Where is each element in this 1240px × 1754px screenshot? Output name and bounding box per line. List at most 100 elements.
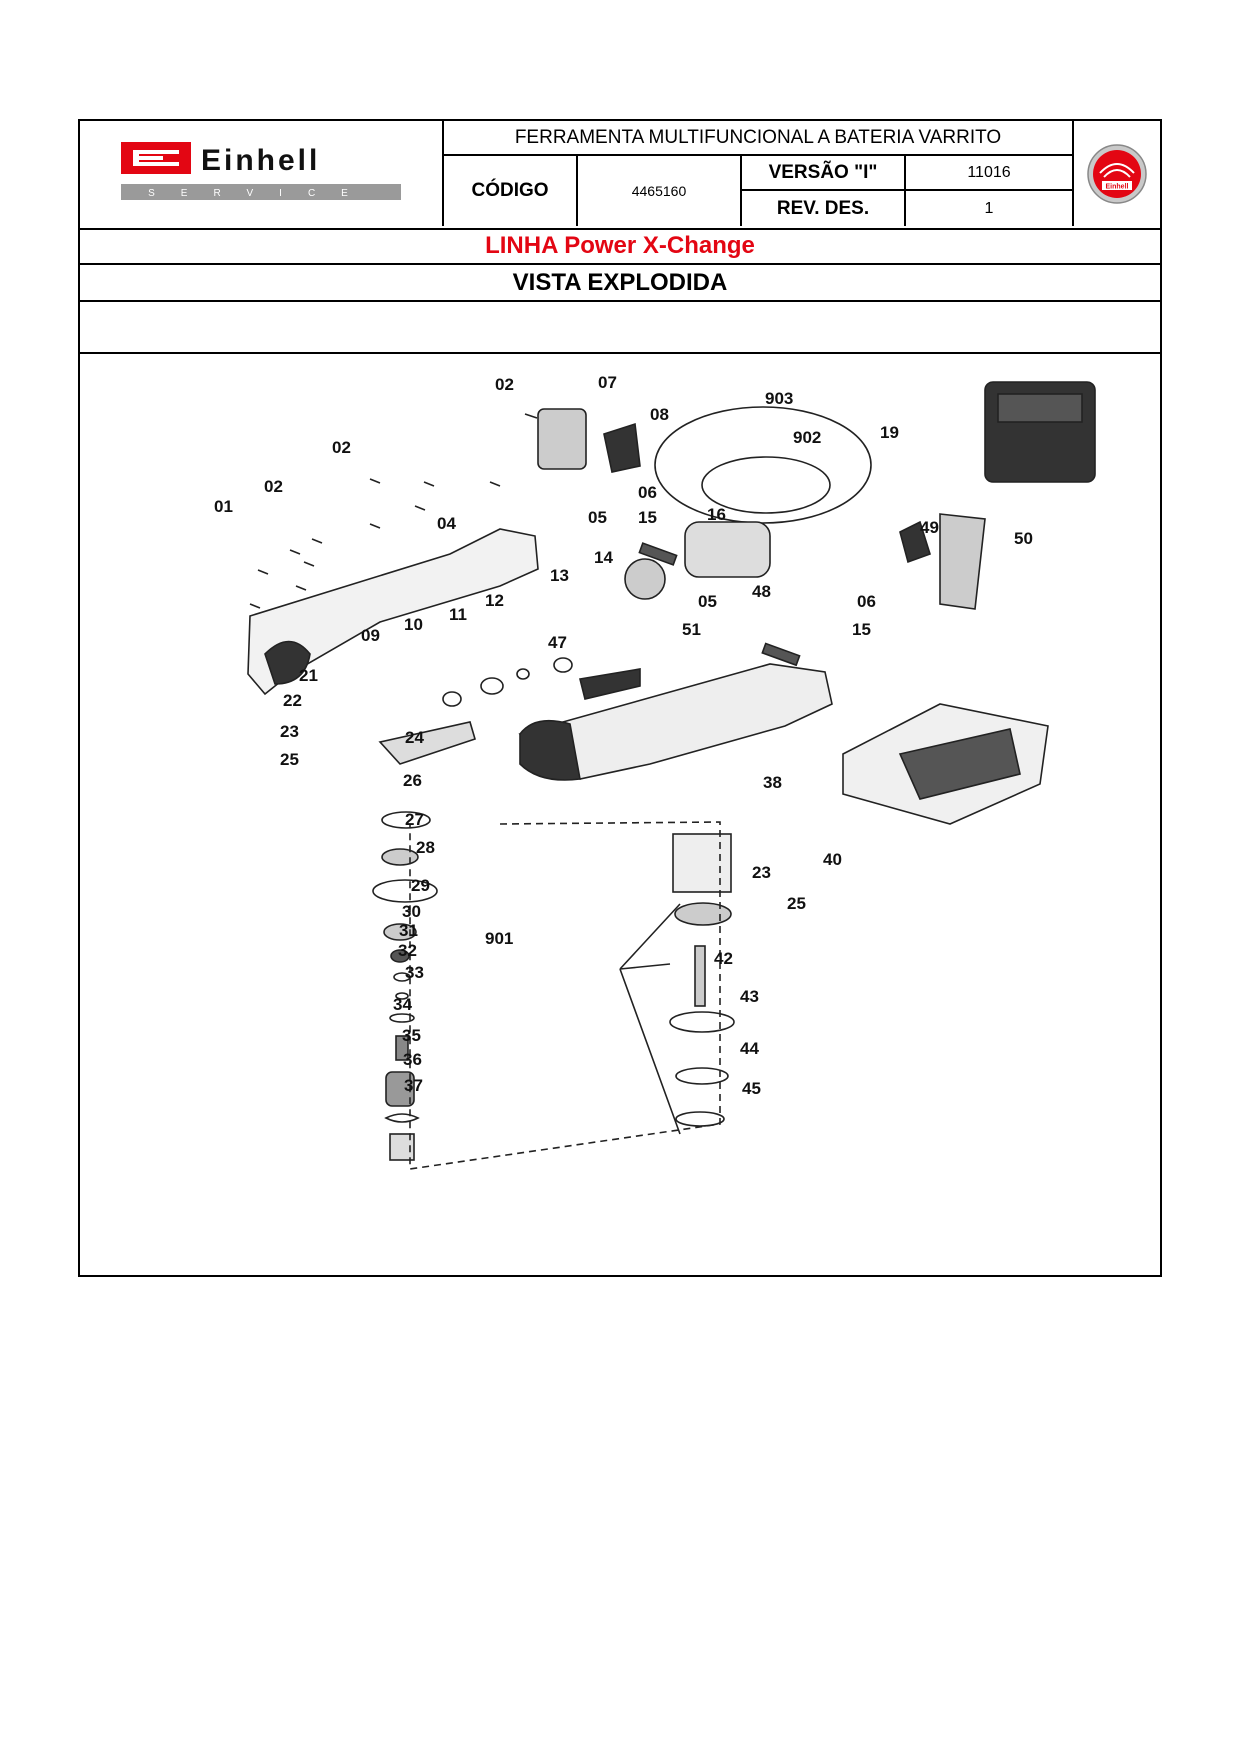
bearing-43 [669,1011,735,1033]
part-label: 02 [264,477,283,496]
versao-value: 11016 [906,156,1072,191]
part-label: 32 [398,941,417,960]
part-label: 12 [485,591,504,610]
spec-sheet: Einhell SERVICE FERRAMENTA MULTIFUNCIONA… [78,119,1162,1277]
spring-34 [395,1035,409,1061]
ring-45 [675,1111,725,1127]
fan-14 [624,558,666,600]
part-label: 08 [650,405,669,424]
part-label: 23 [280,722,299,741]
bearing-12 [553,657,573,673]
nut-30 [390,949,410,963]
bearing-11 [516,668,530,680]
part-label: 28 [416,838,435,857]
part-label: 13 [550,566,569,585]
brand-name: Einhell [201,144,320,177]
part-label: 44 [740,1039,759,1058]
part-label: 09 [361,626,380,645]
part-label: 40 [823,850,842,869]
lever-29 [383,923,417,941]
part-label: 02 [495,375,514,394]
part-label: 30 [402,902,421,921]
spring-05b [761,642,801,667]
gear-901 [674,902,732,926]
grip-08 [603,422,641,473]
part-label: 31 [399,921,418,940]
spring-05a [638,542,678,566]
switch-47 [579,668,641,700]
ring-44 [675,1067,729,1085]
part-label: 42 [714,949,733,968]
product-title: FERRAMENTA MULTIFUNCIONAL A BATERIA VARR… [444,121,1072,156]
clip-36 [384,1113,420,1123]
einhell-logo: Einhell SERVICE [121,141,401,200]
codigo-value: 4465160 [578,156,742,226]
plate-22 [378,721,476,765]
kit-903-circle [654,406,872,524]
part-label: 01 [214,497,233,516]
part-label: 10 [404,615,423,634]
leader-901 [619,903,681,1135]
washer-33 [389,1013,415,1023]
handle-50 [939,513,986,610]
part-label: 15 [638,508,657,527]
part-label: 25 [280,750,299,769]
part-label: 22 [283,691,302,710]
assembly-line-a [409,821,721,1170]
spindle-42 [694,945,706,1007]
spring-35 [385,1071,415,1107]
part-label: 06 [638,483,657,502]
part-label: 24 [405,728,424,747]
part-label: 35 [402,1026,421,1045]
product-line-title: LINHA Power X-Change [80,228,1160,265]
part-label: 07 [598,373,617,392]
bearing-09 [442,691,462,707]
ring-28 [372,879,438,903]
part-label: 06 [857,592,876,611]
part-label: 51 [682,620,701,639]
part-label: 04 [437,514,456,533]
washer-31 [393,972,411,982]
kit-902-circle [701,456,831,514]
part-label: 37 [404,1076,423,1095]
part-label: 49 [920,518,939,537]
washer-32 [395,992,409,1000]
part-label: 36 [403,1050,422,1069]
brand-tagline: SERVICE [148,188,374,199]
part-label: 02 [332,438,351,457]
versao-label: VERSÃO "I" [742,156,906,191]
part-label: 47 [548,633,567,652]
part-label: 901 [485,929,513,948]
part-label: 05 [698,592,717,611]
brand-logo-cell: Einhell SERVICE [80,121,444,226]
part-label: 45 [742,1079,761,1098]
part-label: 33 [405,963,424,982]
bearing-sleeve [672,833,732,893]
part-label: 50 [1014,529,1033,548]
section-title: VISTA EXPLODIDA [80,265,1160,302]
part-label: 19 [880,423,899,442]
service-seal-icon: Einhell [1087,143,1147,204]
rev-value: 1 [984,199,994,217]
grip-49 [899,520,931,564]
part-label: 34 [393,995,412,1014]
part-label: 25 [787,894,806,913]
part-label: 903 [765,389,793,408]
rev-label: REV. DES. [742,191,906,226]
housing-half-04 [247,528,539,696]
seal-brand: Einhell [1106,183,1129,190]
part-labels: 02 07 08 903 902 19 02 02 01 04 06 05 15… [214,373,1033,1098]
part-label: 27 [405,810,424,829]
part-label: 902 [793,428,821,447]
bearing-10 [480,677,504,695]
part-label: 48 [752,582,771,601]
blank-row [80,302,1160,354]
part-label: 29 [411,876,430,895]
codigo-label: CÓDIGO [444,156,578,226]
header-table: Einhell SERVICE FERRAMENTA MULTIFUNCIONA… [80,121,1160,230]
motor-16 [684,521,771,578]
part-label: 15 [852,620,871,639]
part-label: 38 [763,773,782,792]
exploded-view-svg: 02 07 08 903 902 19 02 02 01 04 06 05 15… [214,373,1096,1170]
part-label: 16 [707,505,726,524]
